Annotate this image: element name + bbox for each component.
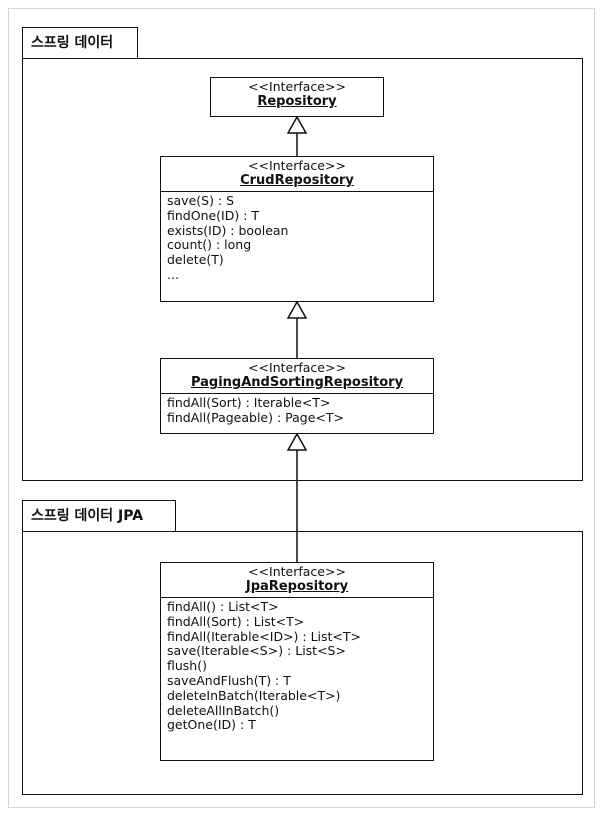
method: flush() — [167, 658, 207, 674]
class-repository: <<Interface>> Repository — [210, 77, 384, 117]
method-list: findAll() : List<T> findAll(Sort) : List… — [161, 598, 433, 735]
package-spring-data — [22, 58, 583, 481]
class-name: PagingAndSortingRepository — [190, 375, 404, 390]
method: findAll(Sort) : Iterable<T> — [167, 395, 331, 410]
method-list: findAll(Sort) : Iterable<T> findAll(Page… — [161, 394, 433, 428]
class-header: <<Interface>> Repository — [211, 78, 383, 112]
method: findAll(Sort) : List<T> — [167, 613, 305, 629]
stereotype: <<Interface>> — [248, 564, 346, 579]
method: exists(ID) : boolean — [167, 222, 289, 238]
method: findOne(ID) : T — [167, 207, 260, 223]
class-name: CrudRepository — [240, 173, 354, 188]
method: deleteInBatch(Iterable<T>) — [167, 687, 341, 703]
class-name: JpaRepository — [245, 579, 349, 594]
package-spring-data-jpa — [22, 531, 583, 795]
class-header: <<Interface>> CrudRepository — [161, 157, 433, 192]
method: ... — [167, 266, 179, 282]
class-crud-repository: <<Interface>> CrudRepository save(S) : S… — [160, 156, 434, 302]
class-name: Repository — [257, 94, 337, 109]
diagram-frame — [8, 8, 595, 808]
method: findAll() : List<T> — [167, 599, 279, 614]
stereotype: <<Interface>> — [248, 360, 346, 375]
class-header: <<Interface>> JpaRepository — [161, 563, 433, 598]
stereotype: <<Interface>> — [248, 79, 346, 94]
method: save(Iterable<S>) : List<S> — [167, 643, 346, 659]
class-jpa-repository: <<Interface>> JpaRepository findAll() : … — [160, 562, 434, 761]
method: findAll(Iterable<ID>) : List<T> — [167, 628, 362, 644]
method: delete(T) — [167, 252, 224, 268]
method: save(S) : S — [167, 193, 235, 208]
method: findAll(Pageable) : Page<T> — [167, 409, 345, 425]
stereotype: <<Interface>> — [248, 158, 346, 173]
generalization-arrowhead-repository — [286, 115, 308, 134]
method: getOne(ID) : T — [167, 717, 256, 733]
class-header: <<Interface>> PagingAndSortingRepository — [161, 359, 433, 394]
method: count() : long — [167, 237, 252, 253]
method-list: save(S) : S findOne(ID) : T exists(ID) :… — [161, 192, 433, 285]
method: saveAndFlush(T) : T — [167, 672, 291, 688]
generalization-arrowhead-crud — [286, 300, 308, 319]
class-paging-and-sorting-repository: <<Interface>> PagingAndSortingRepository… — [160, 358, 434, 434]
method: deleteAllInBatch() — [167, 702, 280, 718]
generalization-arrowhead-paging — [286, 432, 308, 451]
